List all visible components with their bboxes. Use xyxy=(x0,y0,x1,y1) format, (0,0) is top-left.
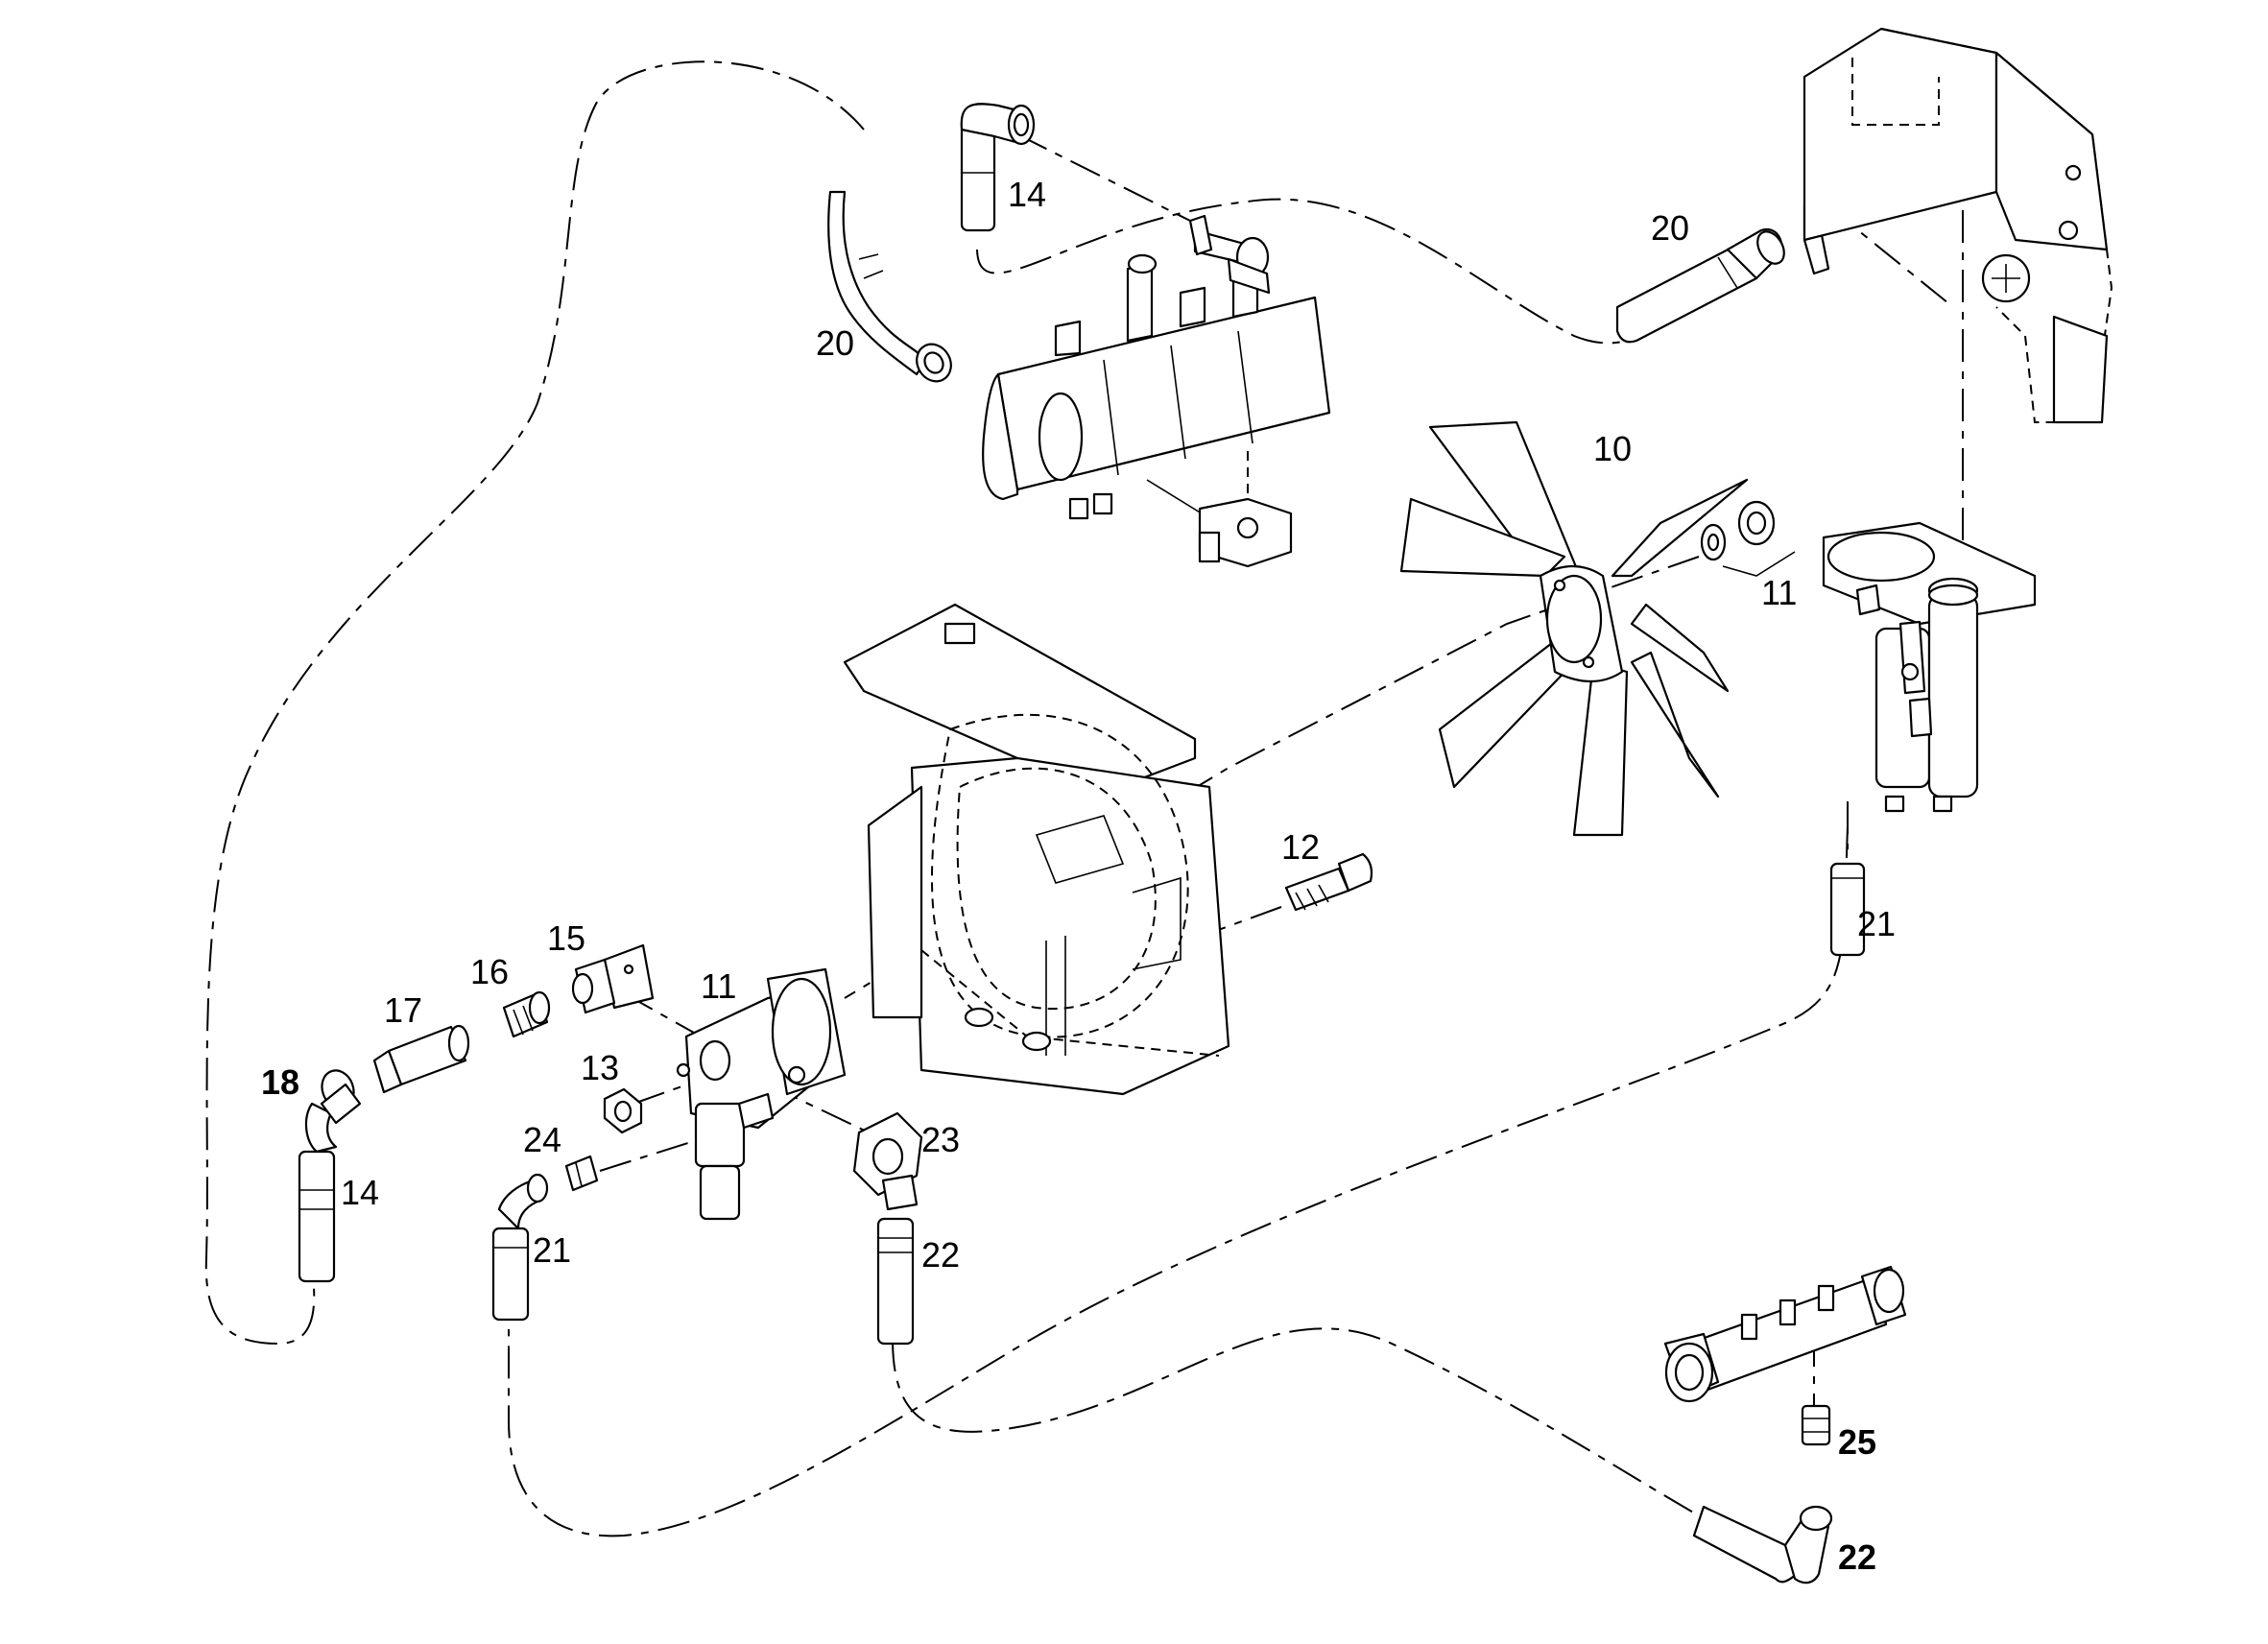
callout-11-pump: 11 xyxy=(701,966,736,1006)
support-frame-bracket xyxy=(1802,27,2113,424)
callout-21-left: 21 xyxy=(533,1230,571,1270)
filter-assembly xyxy=(1822,521,2037,813)
callout-labels: 14 20 20 10 11 12 21 15 16 17 11 18 13 1… xyxy=(261,175,1896,1577)
callout-25: 25 xyxy=(1838,1422,1876,1462)
fan-shroud xyxy=(843,603,1230,1096)
callout-12: 12 xyxy=(1281,827,1320,867)
hose-route-top-right xyxy=(976,198,1671,345)
fitting-16 xyxy=(502,990,551,1038)
hose-22-mid xyxy=(876,1217,915,1346)
hose-14-left xyxy=(298,1150,336,1283)
flange-fitting-15 xyxy=(571,943,655,1014)
callout-22-bottom: 22 xyxy=(1838,1537,1876,1577)
flange-elbow-23 xyxy=(852,1111,923,1211)
hose-route-loop-left xyxy=(204,60,865,1346)
callout-18: 18 xyxy=(261,1062,299,1102)
cooling-fan xyxy=(1399,420,1749,837)
callout-14-left: 14 xyxy=(341,1173,379,1212)
hose-route-21-right xyxy=(508,824,1849,1537)
fan-washer-nut xyxy=(1700,500,1796,577)
callout-24: 24 xyxy=(523,1120,561,1159)
callout-15: 15 xyxy=(547,918,585,958)
hose-20-left xyxy=(827,190,952,383)
hose-20-right xyxy=(1615,227,1785,344)
tube-fitting-17 xyxy=(372,1024,470,1094)
fitting-25 xyxy=(1801,1404,1831,1446)
callout-17: 17 xyxy=(384,990,422,1030)
hose-21-right xyxy=(1829,862,1866,957)
callout-11-right: 11 xyxy=(1761,573,1797,612)
callout-20-left: 20 xyxy=(816,323,854,363)
callout-16: 16 xyxy=(470,952,509,991)
fitting-24 xyxy=(564,1155,599,1192)
callout-14-top: 14 xyxy=(1008,175,1046,214)
callout-10: 10 xyxy=(1593,429,1632,468)
manifold-block xyxy=(1663,1265,1907,1403)
hose-22-bottom xyxy=(1692,1505,1833,1584)
hose-route-14-valve xyxy=(1016,133,1191,222)
hose-route-22-mid xyxy=(892,1327,1709,1522)
callout-20-right: 20 xyxy=(1651,208,1689,248)
control-valve-block xyxy=(982,214,1331,520)
hose-21-left xyxy=(491,1173,549,1322)
bolt-12 xyxy=(1284,852,1373,912)
elbow-fitting-18 xyxy=(304,1069,362,1154)
valve-flange xyxy=(1198,497,1293,568)
callout-22-mid: 22 xyxy=(921,1235,960,1275)
callout-21-right: 21 xyxy=(1857,904,1896,943)
hose-14-top xyxy=(960,103,1036,232)
callout-13: 13 xyxy=(581,1048,619,1087)
hydraulic-pump xyxy=(676,967,847,1221)
callout-23: 23 xyxy=(921,1120,960,1159)
nut-13 xyxy=(603,1087,643,1134)
fitting-24-axis xyxy=(599,1141,692,1172)
nut-13-axis xyxy=(633,1079,702,1105)
